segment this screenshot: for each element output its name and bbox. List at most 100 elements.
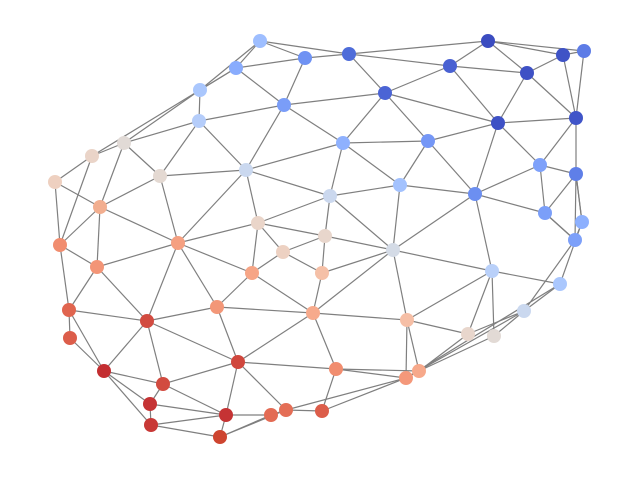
graph-edge [68, 266, 98, 311]
graph-node [213, 430, 227, 444]
graph-edge [405, 319, 408, 379]
graph-edge [123, 89, 201, 144]
graph-node [279, 403, 293, 417]
graph-node [48, 175, 62, 189]
graph-edge [329, 142, 344, 197]
graph-edge [491, 270, 561, 285]
graph-node [517, 304, 531, 318]
graph-edge [321, 368, 337, 412]
graph-edge [146, 306, 218, 322]
graph-node [153, 169, 167, 183]
graph-node [378, 86, 392, 100]
graph-edge [406, 319, 469, 335]
graph-edge [474, 164, 541, 195]
graph-edge [96, 206, 101, 268]
graph-edge [99, 175, 161, 208]
graph-edge [103, 370, 151, 405]
graph-edge [283, 57, 306, 106]
graph-edge [257, 222, 326, 237]
graph-edge [146, 242, 179, 322]
graph-edge [282, 251, 323, 274]
graph-edge [283, 92, 386, 106]
graph-edge [91, 89, 201, 157]
graph-edge [312, 312, 408, 321]
graph-edge [559, 221, 583, 285]
graph-edge [159, 120, 200, 177]
graph-node [251, 216, 265, 230]
graph-node [481, 34, 495, 48]
graph-edge [342, 92, 386, 144]
graph-node [468, 187, 482, 201]
graph-node [143, 397, 157, 411]
graph-node [342, 47, 356, 61]
graph-edge [257, 195, 331, 224]
graph-node [219, 408, 233, 422]
graph-edge [449, 65, 499, 124]
graph-edge [399, 140, 429, 186]
graph-edge [384, 92, 499, 124]
graph-node [315, 404, 329, 418]
graph-edge [245, 104, 285, 171]
graph-edge [348, 53, 451, 67]
graph-node [264, 408, 278, 422]
graph-edge [177, 242, 218, 308]
graph-node [140, 314, 154, 328]
graph-edge [162, 361, 239, 385]
graph-node [323, 189, 337, 203]
graph-node [577, 44, 591, 58]
graph-edge [103, 370, 152, 426]
graph-node [298, 51, 312, 65]
graph-edge [399, 184, 476, 195]
graph-edge [405, 310, 525, 379]
graph-node [276, 245, 290, 259]
graph-edge [427, 140, 476, 195]
graph-node [318, 229, 332, 243]
graph-node [93, 200, 107, 214]
graph-node [210, 300, 224, 314]
graph-edge [235, 67, 285, 106]
graph-edge [562, 54, 577, 119]
graph-edge [497, 122, 541, 166]
graph-edge [216, 272, 253, 308]
graph-edge [406, 270, 493, 321]
graph-node [520, 66, 534, 80]
graph-edge [251, 272, 314, 314]
graph-node [53, 238, 67, 252]
graph-edge [449, 65, 528, 74]
graph-edge [68, 309, 105, 372]
graph-edge [523, 283, 561, 312]
graph-edge [251, 222, 259, 274]
graph-edge [177, 242, 253, 274]
graph-edge [96, 242, 179, 268]
graph-edge [406, 319, 420, 372]
graph-node [569, 167, 583, 181]
graph-edge [497, 72, 528, 124]
graph-node [538, 206, 552, 220]
graph-edge [491, 270, 495, 337]
graph-edge [59, 244, 98, 268]
graph-node [97, 364, 111, 378]
graph-edge [177, 222, 259, 244]
graph-edge [392, 184, 401, 251]
graph-node [156, 377, 170, 391]
graph-edge [259, 40, 306, 59]
graph-edge [405, 283, 561, 379]
graph-edge [285, 377, 407, 411]
graph-edge [235, 57, 306, 69]
graph-edge [283, 104, 344, 144]
graph-edge [474, 122, 499, 195]
graph-node [533, 158, 547, 172]
graph-edge [392, 249, 493, 272]
graph-edge [123, 142, 161, 177]
graph-edge [96, 266, 148, 322]
graph-edge [427, 122, 499, 142]
graph-edge [544, 173, 577, 214]
graph-edge [418, 335, 495, 372]
graph-edge [198, 104, 285, 122]
graph-edge [321, 377, 407, 412]
graph-edge [245, 169, 331, 197]
graph-node [556, 48, 570, 62]
graph-edge [312, 312, 337, 370]
graph-edge [237, 312, 314, 363]
